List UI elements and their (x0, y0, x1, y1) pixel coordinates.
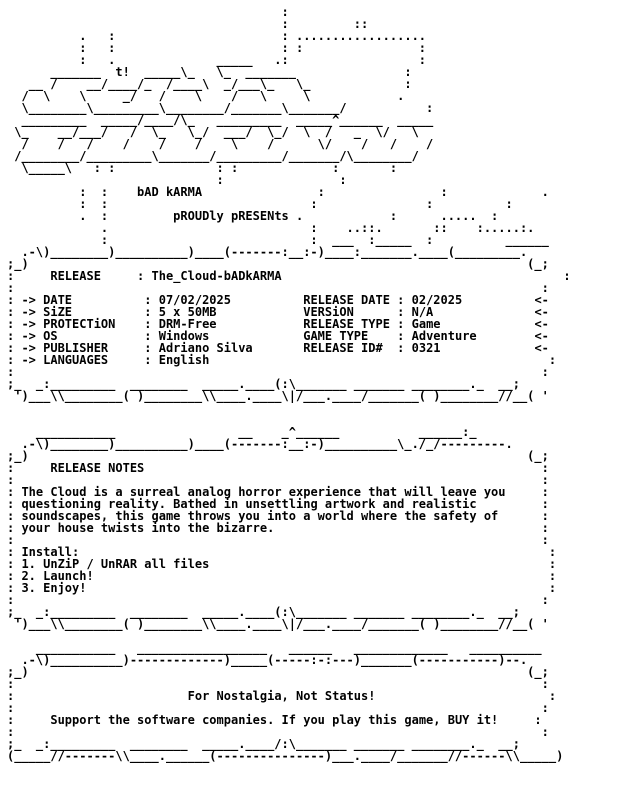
notes-frame-top-1: .-\)________)__________)____(-------:__:… (7, 437, 513, 451)
release-row-1: : -> SiZE : 5 x 50MB VERSiON : N/A <- (7, 305, 549, 319)
notes-label: RELEASE NOTES (50, 461, 145, 475)
group-name: bAD kARMA (137, 185, 203, 199)
release-frame-bottom-2: ')___\\________( )________\\____.____\|/… (7, 389, 549, 403)
notes-frame-bottom-2: ')___\\________( )________\\____.____\|/… (7, 617, 549, 631)
presents-text: pROUDly pRESENts (173, 209, 289, 223)
nfo-document: : : :: . : : .................. : : : : … (7, 6, 619, 762)
release-label: RELEASE (50, 269, 101, 283)
release-row-4: : -> PUBLISHER : Adriano Silva RELEASE I… (7, 341, 549, 355)
footer-slogan-line: : For Nostalgia, Not Status! : (7, 689, 557, 703)
release-frame-top-1: .-\)________)__________)____(-------:__:… (7, 245, 528, 259)
release-row-0: : -> DATE : 07/02/2025 RELEASE DATE : 02… (7, 293, 549, 307)
install-header: : Install: : (7, 545, 557, 559)
footer-frame-bottom-2: (_____//-------\\____.______(-----------… (7, 749, 564, 763)
notes-paragraph-0: : The Cloud is a surreal analog horror e… (7, 485, 549, 499)
footer-message: Support the software companies. If you p… (50, 713, 499, 727)
logo-ascii-art: : : :: . : : .................. : : : : … (7, 5, 434, 187)
crew-line: : : bAD kARMA : : . (7, 185, 549, 199)
install-step-1: : 2. Launch! : (7, 569, 557, 583)
notes-header-line: : RELEASE NOTES : (7, 461, 549, 475)
release-row-3: : -> OS : Windows GAME TYPE : Adventure … (7, 329, 549, 343)
footer-slogan: For Nostalgia, Not Status! (187, 689, 376, 703)
notes-frame-bottom-1: ;_ _:_________ ________ _____.____(:\___… (7, 605, 520, 619)
notes-paragraph-2: : soundscapes, this game throws you into… (7, 509, 549, 523)
footer-frame-top-1: .-\)__________)-------------)_____(-----… (7, 653, 528, 667)
footer-message-line: : Support the software companies. If you… (7, 713, 542, 727)
install-step-2: : 3. Enjoy! : (7, 581, 557, 595)
footer-frame-bottom-1: ;_ _:_________ ________ _____.____/:\___… (7, 737, 520, 751)
notes-paragraph-1: : questioning reality. Bathed in unsettl… (7, 497, 549, 511)
release-row-2: : -> PROTECTiON : DRM-Free RELEASE TYPE … (7, 317, 549, 331)
presents-line: . : pROUDly pRESENts . : ..... : (7, 209, 499, 223)
notes-frame-top-2: ;_) (_; (7, 449, 549, 463)
release-frame-bottom-1: ;_ _:_________ ________ _____.____(:\___… (7, 377, 520, 391)
release-name: The_Cloud-bADkARMA (151, 269, 282, 283)
notes-paragraph-3: : your house twists into the bizarre. : (7, 521, 549, 535)
release-frame-top-2: ;_) (_; (7, 257, 549, 271)
install-step-0: : 1. UnZiP / UnRAR all files : (7, 557, 557, 571)
release-row-5: : -> LANGUAGES : English : (7, 353, 557, 367)
footer-frame-top-2: ;_) (_; (7, 665, 549, 679)
release-header-line: : RELEASE : The_Cloud-bADkARMA : (7, 269, 571, 283)
